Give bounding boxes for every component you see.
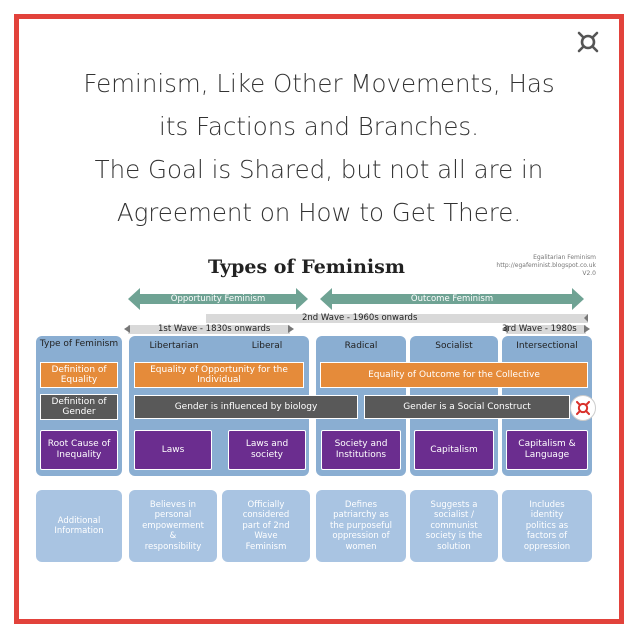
second-wave-arrow xyxy=(584,314,588,322)
headline-line: its Factions and Branches. xyxy=(159,112,479,141)
row-label-root-cause: Root Cause of Inequality xyxy=(40,430,118,470)
headline-line: The Goal is Shared, but not all are in xyxy=(94,155,544,184)
first-wave-label: 1st Wave - 1830s onwards xyxy=(158,324,271,334)
equality-outcome: Equality of Outcome for the Collective xyxy=(320,362,588,388)
root-cause-liberal: Laws and society xyxy=(228,430,306,470)
header-libertarian: Libertarian xyxy=(149,341,199,351)
info-libertarian: Believes in personal empowerment & respo… xyxy=(129,490,217,562)
root-cause-intersectional: Capitalism & Language xyxy=(506,430,588,470)
info-intersectional: Includes identity politics as factors of… xyxy=(502,490,592,562)
gender-social: Gender is a Social Construct xyxy=(364,395,570,419)
third-wave-label: 3rd Wave - 1980s xyxy=(502,324,577,334)
opportunity-label: Opportunity Feminism xyxy=(170,294,266,304)
root-cause-radical: Society and Institutions xyxy=(321,430,401,470)
header-intersectional: Intersectional xyxy=(516,341,578,351)
header-socialist: Socialist xyxy=(435,341,473,351)
third-wave-arrow xyxy=(584,325,590,333)
opportunity-arrow xyxy=(128,288,308,310)
second-wave-band xyxy=(206,314,588,323)
headline-line: Feminism, Like Other Movements, Has xyxy=(83,69,555,98)
feminism-symbol-icon[interactable] xyxy=(574,28,602,56)
second-wave-label: 2nd Wave - 1960s onwards xyxy=(302,313,418,323)
info-socialist: Suggests a socialist / communist society… xyxy=(410,490,498,562)
header-liberal: Liberal xyxy=(251,341,283,351)
header-radical: Radical xyxy=(344,341,378,351)
row-label-equality: Definition of Equality xyxy=(40,362,118,388)
diagram-title: Types of Feminism xyxy=(208,256,405,278)
third-wave-band xyxy=(506,325,586,334)
arrows-layer xyxy=(124,288,590,334)
feminism-symbol-icon xyxy=(570,395,596,421)
diagram-credit: Egalitarian Feminism http://egafeminist.… xyxy=(496,254,596,278)
gender-biology: Gender is influenced by biology xyxy=(134,395,358,419)
info-liberal: Officially considered part of 2nd Wave F… xyxy=(222,490,310,562)
headline: Feminism, Like Other Movements, Has its … xyxy=(0,62,638,234)
equality-opportunity: Equality of Opportunity for the Individu… xyxy=(134,362,304,388)
credit-line: Egalitarian Feminism xyxy=(533,254,596,261)
red-frame xyxy=(14,14,624,624)
first-wave-arrow xyxy=(124,325,130,333)
row-label-gender: Definition of Gender xyxy=(40,394,118,420)
root-cause-libertarian: Laws xyxy=(134,430,212,470)
root-cause-socialist: Capitalism xyxy=(414,430,494,470)
header-type: Type of Feminism xyxy=(39,339,119,349)
first-wave-band xyxy=(128,325,290,334)
headline-line: Agreement on How to Get There. xyxy=(116,198,522,227)
row-label-additional: Additional Information xyxy=(36,490,122,562)
info-radical: Defines patriarchy as the purposeful opp… xyxy=(316,490,406,562)
outcome-label: Outcome Feminism xyxy=(410,294,494,304)
outcome-arrow xyxy=(320,288,584,310)
third-wave-arrow xyxy=(502,325,508,333)
first-wave-arrow xyxy=(288,325,294,333)
credit-line: V2.0 xyxy=(582,270,596,277)
credit-line: http://egafeminist.blogspot.co.uk xyxy=(496,262,596,269)
types-of-feminism-diagram: Types of Feminism Egalitarian Feminism h… xyxy=(36,252,602,572)
